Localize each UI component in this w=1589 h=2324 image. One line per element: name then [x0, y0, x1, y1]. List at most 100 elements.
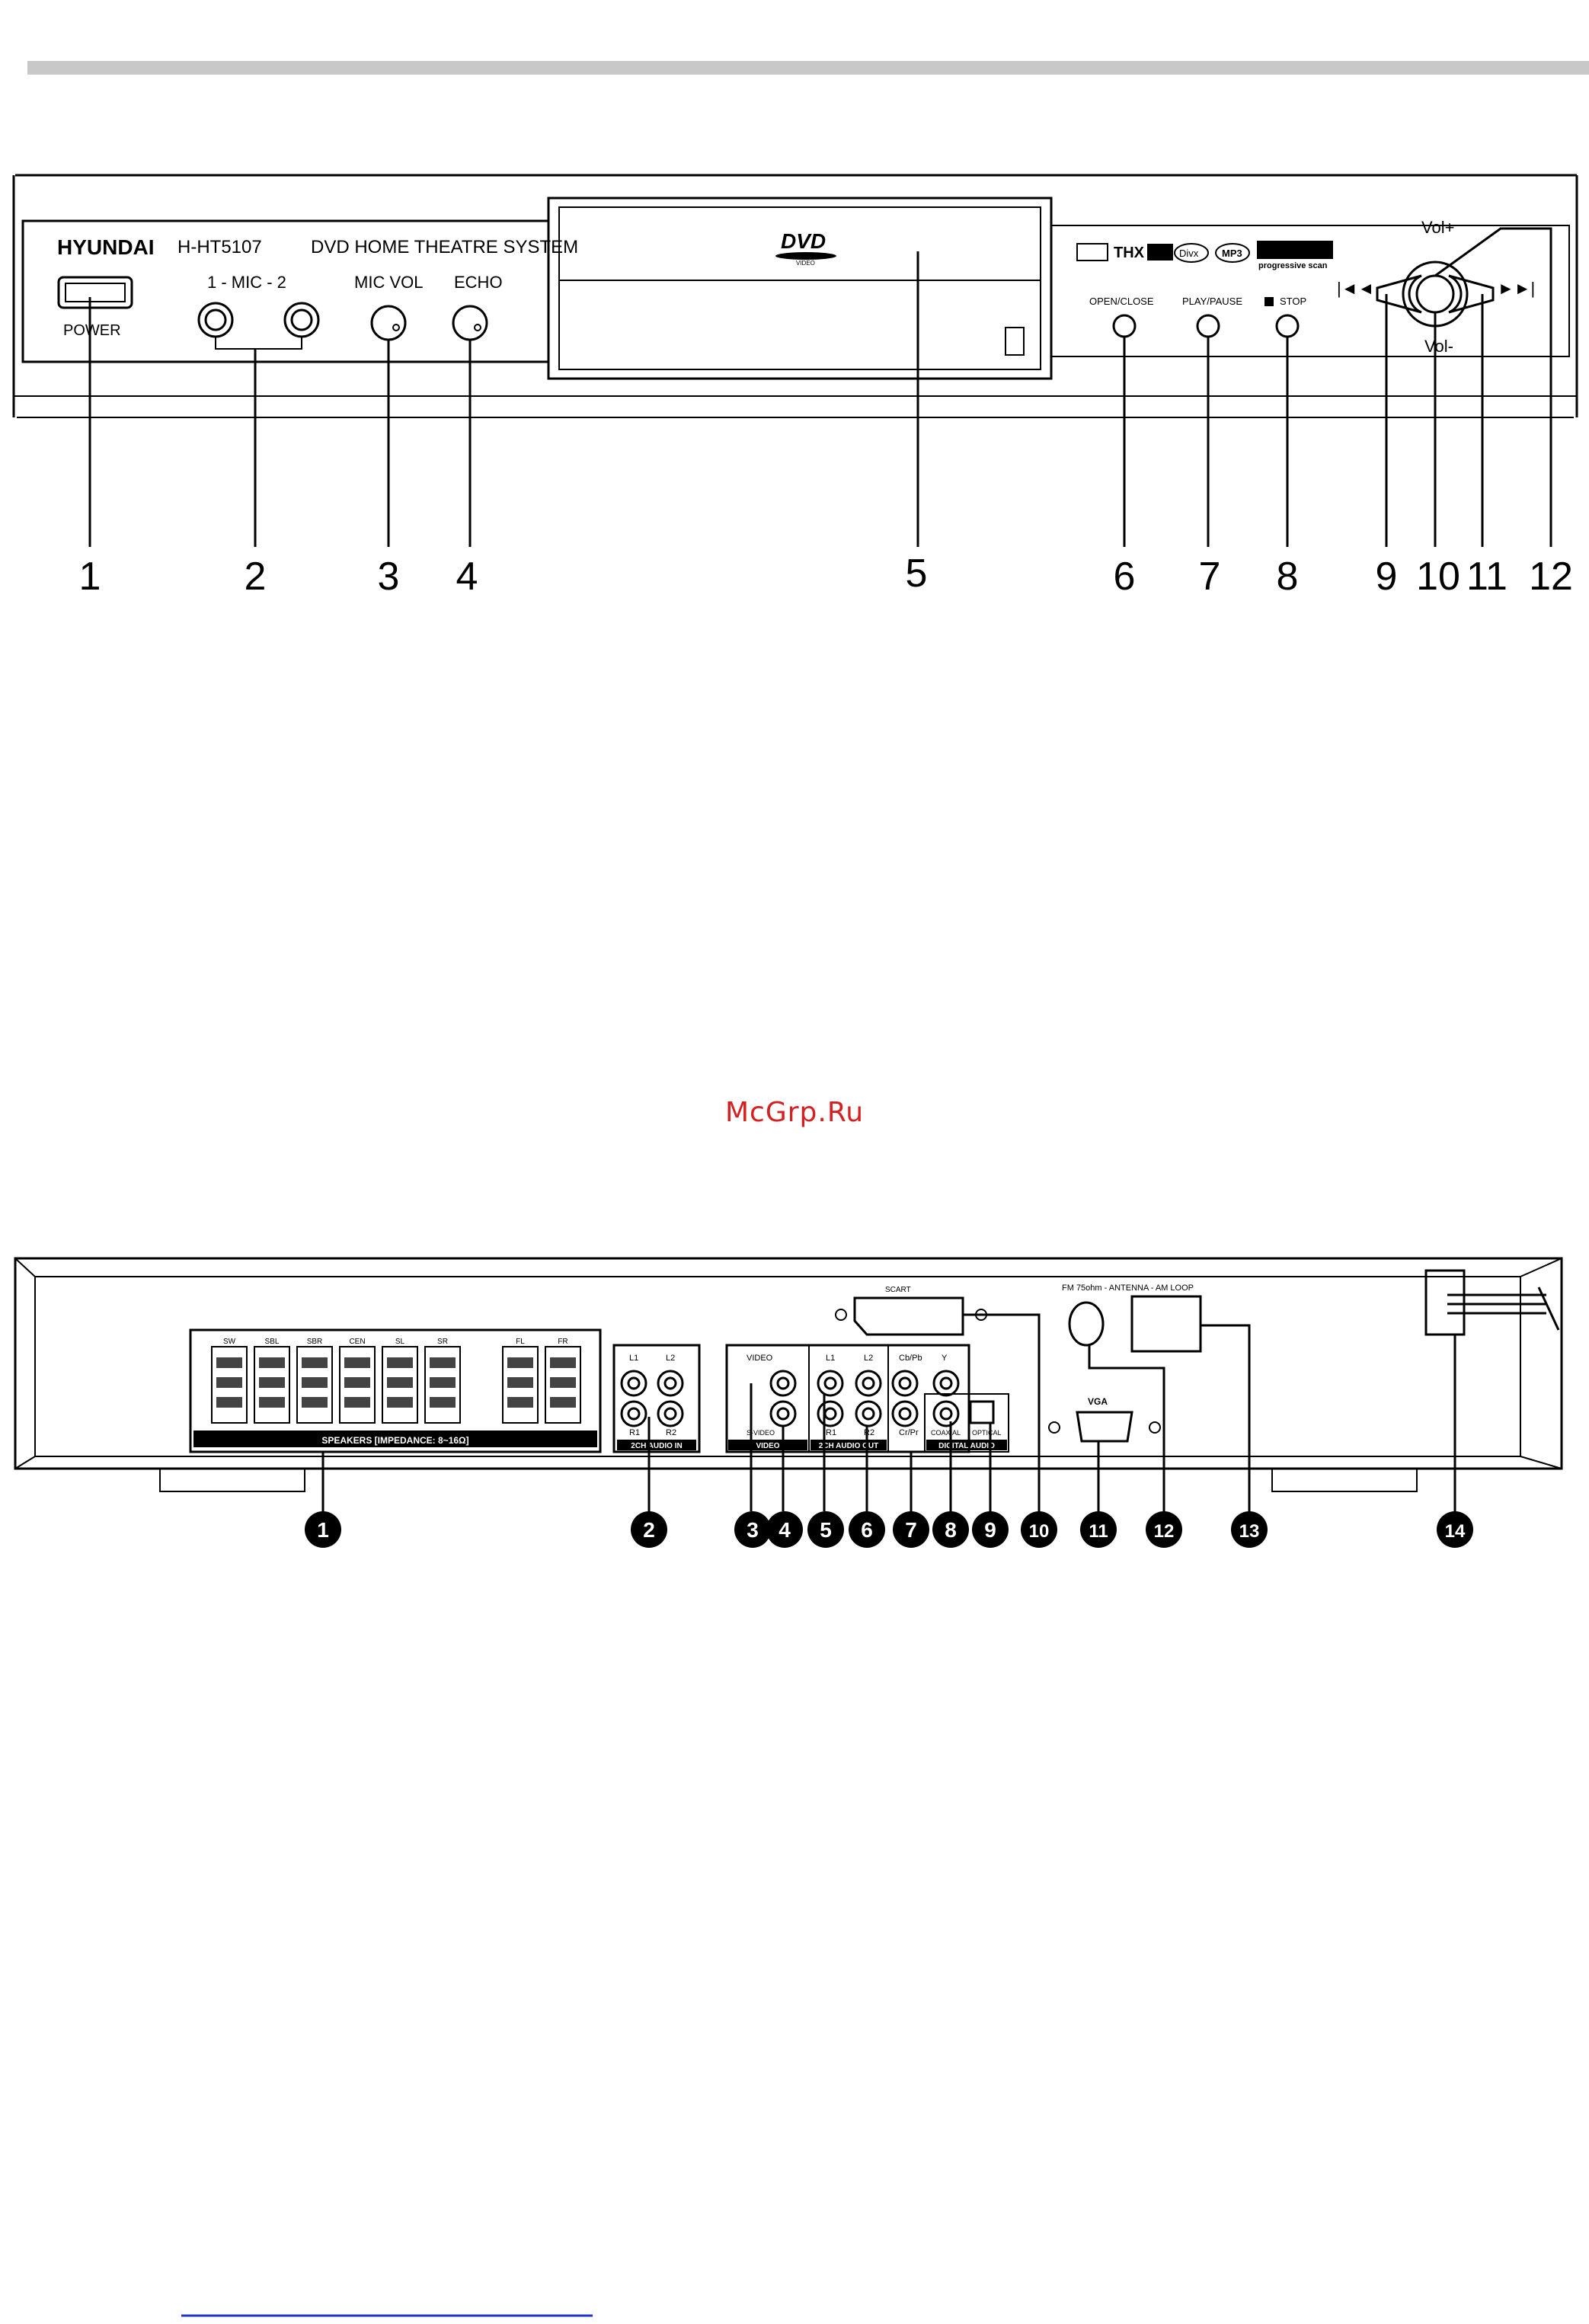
optical-label: OPTICAL: [972, 1429, 1002, 1437]
divx-logo: [1174, 243, 1209, 263]
play-pause-label: PLAY/PAUSE: [1182, 296, 1242, 307]
speaker-label-fr: FR: [558, 1338, 568, 1346]
dolby-logo: [1076, 243, 1108, 261]
component-cr: Cr/Pr: [899, 1428, 919, 1437]
rear-callout-1: 1: [317, 1518, 329, 1542]
vol-plus-label: Vol+: [1421, 218, 1454, 237]
digital-audio-block: [924, 1393, 1009, 1453]
antenna-label: FM 75ohm - ANTENNA - AM LOOP: [1062, 1283, 1194, 1293]
rear-callout-6: 6: [861, 1518, 873, 1542]
av-out-block: [725, 1344, 970, 1453]
component-cb: Cb/Pb: [899, 1354, 922, 1363]
stop-button[interactable]: [1275, 314, 1300, 338]
video-caption: VIDEO: [756, 1442, 779, 1450]
scart-label: SCART: [885, 1286, 911, 1294]
coaxial-label: COAXIAL: [931, 1429, 961, 1437]
dvd-logo-sub: VIDEO: [796, 260, 815, 267]
rear-callout-circle-14: [1437, 1511, 1473, 1548]
rear-callout-7: 7: [905, 1518, 917, 1542]
power-button-inner: [65, 283, 126, 302]
divx-label: Divx: [1179, 248, 1199, 259]
front-callout-9: 9: [1376, 555, 1398, 599]
rear-callout-10: 10: [1029, 1521, 1050, 1542]
front-callout-1: 1: [79, 555, 101, 599]
audio-out-caption: 2CH AUDIO OUT: [819, 1442, 879, 1450]
front-callout-4: 4: [456, 555, 478, 599]
av-out-jacks[interactable]: [769, 1370, 960, 1427]
rear-callout-circle-13: [1231, 1511, 1268, 1548]
prev-label: |◄◄: [1337, 279, 1374, 298]
front-callout-10: 10: [1416, 555, 1460, 599]
header-rule: [27, 61, 1589, 75]
audio-in-block: [612, 1344, 701, 1453]
component-y: Y: [942, 1354, 948, 1363]
video-label: VIDEO: [747, 1354, 773, 1363]
speaker-label-sbr: SBR: [307, 1338, 323, 1346]
speaker-label-sl: SL: [395, 1338, 405, 1346]
audio-in-caption-bar: [617, 1440, 696, 1450]
vga-port[interactable]: [1076, 1411, 1133, 1443]
scart-screw-left: [835, 1309, 847, 1321]
open-close-button[interactable]: [1112, 314, 1137, 338]
progressive-label: progressive scan: [1258, 261, 1328, 270]
next-button[interactable]: [1448, 274, 1495, 314]
optical-port[interactable]: [969, 1400, 995, 1424]
rear-panel: [14, 1257, 1563, 1492]
prev-button[interactable]: [1376, 274, 1422, 314]
watermark: McGrp.Ru: [724, 1097, 865, 1128]
mic1-jack[interactable]: [197, 302, 234, 338]
audio-out-l1: L1: [826, 1354, 835, 1363]
vga-screw-left: [1048, 1421, 1060, 1434]
speaker-terminal-block: [189, 1328, 602, 1453]
audio-in-jacks[interactable]: [620, 1370, 684, 1427]
echo-knob[interactable]: [452, 305, 488, 341]
volume-knob[interactable]: [1415, 274, 1455, 314]
progressive-logo: [1257, 241, 1333, 259]
audio-in-caption: 2CH AUDIO IN: [631, 1442, 682, 1450]
dts-logo: [1147, 244, 1173, 261]
rear-callout-circle-8: [932, 1511, 969, 1548]
front-panel: [12, 174, 1578, 418]
power-label: POWER: [63, 322, 121, 339]
rear-callout-3: 3: [747, 1518, 759, 1542]
audio-out-r2: R2: [864, 1428, 874, 1437]
front-leaders: [88, 227, 1552, 547]
scart-port[interactable]: [853, 1296, 964, 1336]
am-loop-terminal[interactable]: [1130, 1295, 1202, 1353]
vga-screw-right: [1149, 1421, 1161, 1434]
front-callout-11: 11: [1466, 555, 1507, 599]
power-button[interactable]: [57, 276, 133, 309]
rear-callouts: [305, 1511, 1473, 1548]
audio-in-l1: L1: [629, 1354, 638, 1363]
mp3-label: MP3: [1222, 248, 1242, 259]
rear-callout-5: 5: [820, 1518, 832, 1542]
front-callout-6: 6: [1114, 555, 1136, 599]
speaker-label-sr: SR: [437, 1338, 448, 1346]
audio-out-r1: R1: [826, 1428, 836, 1437]
power-cord-clamp: [1424, 1269, 1466, 1336]
svideo-label: S-VIDEO: [747, 1429, 775, 1437]
speaker-label-sbl: SBL: [265, 1338, 280, 1346]
fm-antenna-port[interactable]: [1068, 1301, 1105, 1347]
front-callout-7: 7: [1199, 555, 1221, 599]
rear-callout-4: 4: [779, 1518, 791, 1542]
play-pause-button[interactable]: [1196, 314, 1220, 338]
video-caption-bar: [728, 1440, 807, 1450]
speaker-label-fl: FL: [516, 1338, 525, 1346]
rear-callout-8: 8: [945, 1518, 957, 1542]
speakers-caption-bar: [193, 1431, 597, 1447]
speaker-label-cen: CEN: [349, 1338, 365, 1346]
front-callouts: 1 2 3 4 5 6 7 8 9 10 11 12: [79, 551, 1573, 599]
power-cord: [1447, 1287, 1560, 1331]
next-label: ►►|: [1498, 279, 1535, 298]
front-callout-8: 8: [1277, 555, 1299, 599]
mic2-jack[interactable]: [283, 302, 320, 338]
system-label: DVD HOME THEATRE SYSTEM: [311, 237, 578, 257]
mic-vol-knob[interactable]: [370, 305, 407, 341]
mic-vol-label: MIC VOL: [354, 273, 423, 292]
rear-callout-2: 2: [643, 1518, 655, 1542]
stop-icon: [1264, 297, 1274, 306]
model-label: H-HT5107: [177, 237, 262, 257]
rear-callout-12: 12: [1154, 1521, 1175, 1542]
